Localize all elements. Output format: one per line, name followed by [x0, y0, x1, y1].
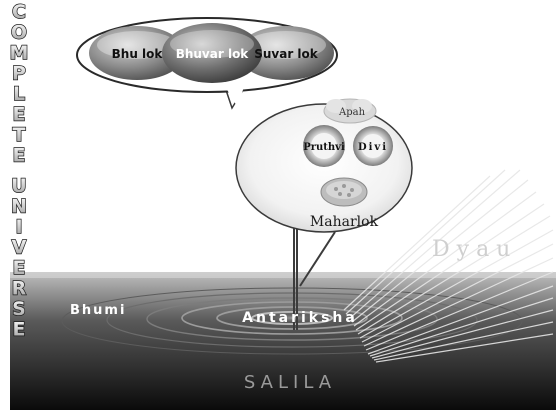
title-letter: M	[10, 42, 29, 64]
title-letter: E	[13, 145, 26, 167]
title-letter: C	[12, 1, 26, 23]
title-letter: O	[11, 22, 27, 44]
title-letter: T	[13, 124, 26, 146]
title-letter: S	[12, 298, 26, 320]
salila-label: SALILA	[244, 372, 336, 393]
title-letter: E	[13, 104, 26, 126]
bhuvar-lok-label: Bhuvar lok	[176, 47, 250, 61]
title-letter: E	[13, 319, 26, 341]
maharlok-disc	[321, 178, 367, 206]
suvar-lok-label: Suvar lok	[254, 47, 319, 61]
dyau-label: Dyau	[432, 237, 517, 262]
title-letter: E	[13, 257, 26, 279]
title-letter: R	[12, 278, 27, 300]
inner-bubble	[236, 104, 412, 232]
antariksha-label: Antariksha	[242, 310, 358, 326]
maharlok-label: Maharlok	[310, 214, 379, 230]
title-letter: N	[11, 196, 27, 218]
pruthvi-label: Pruthvi	[303, 142, 345, 153]
title-letter: I	[15, 216, 22, 238]
title-letter: L	[13, 83, 25, 105]
bhumi-label: Bhumi	[70, 303, 126, 318]
title-letter: U	[11, 175, 26, 197]
title-letter: V	[12, 237, 27, 259]
bhu-lok-label: Bhu lok	[112, 47, 164, 61]
divi-label: Divi	[358, 142, 388, 153]
title-letter: P	[12, 63, 26, 85]
apah-label: Apah	[338, 107, 366, 118]
